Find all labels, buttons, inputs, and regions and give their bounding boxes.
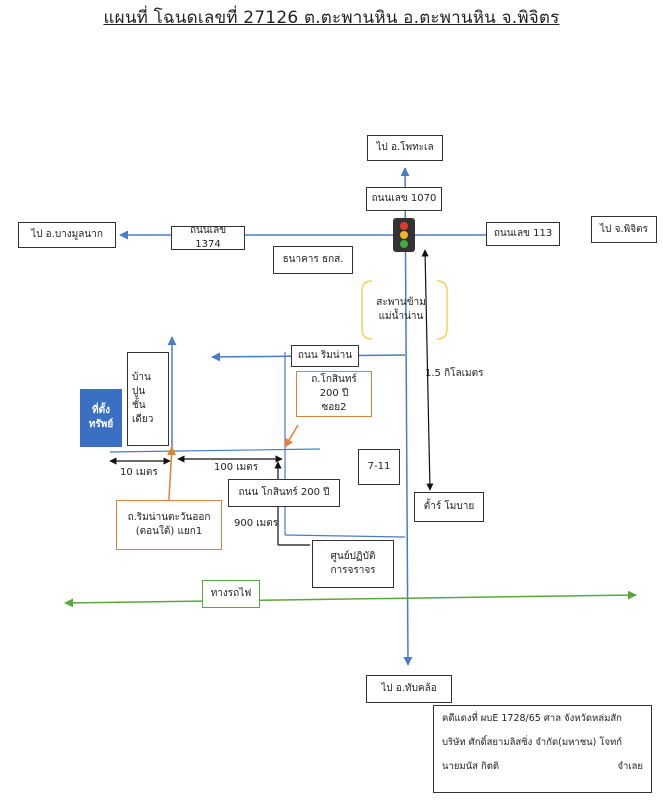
distance-label-900m: 900 เมตร <box>234 518 279 529</box>
legal-note: คดีแดงที่ ผบE 1728/65 ศาล จังหวัดหล่มสัก… <box>433 705 652 793</box>
defendant-name: นายมนัส กิตติ <box>442 761 500 772</box>
landmark-bridge: สะพานข้าม แม่น้ำน่าน <box>368 287 434 333</box>
bridge-bracket-right <box>436 280 448 340</box>
destination-west: ไป อ.บางมูลนาก <box>18 222 116 248</box>
distance-1-5km-arrow <box>421 249 434 491</box>
landmark-bank: ธนาคาร ธกส. <box>273 246 353 274</box>
house-line-2: ปูน <box>132 386 146 397</box>
landmark-house: บ้าน ปูน ชั้น เดียว <box>127 352 169 446</box>
traffic-center-line1: ศูนย์ปฏิบัติ <box>330 551 376 562</box>
legal-line-2: บริษัท ศักดิ์สยามลิสซิ่ง จำกัด(มหาชน) โจ… <box>442 737 623 748</box>
bridge-bracket <box>361 280 373 340</box>
house-line-1: บ้าน <box>132 372 151 383</box>
house-line-4: เดียว <box>132 414 154 425</box>
road-soi-horizontal <box>109 448 321 453</box>
landmark-seven-eleven: 7-11 <box>358 449 400 485</box>
property-line1: ที่ตั้ง <box>92 405 110 416</box>
house-line-3: ชั้น <box>132 400 146 411</box>
distance-label-100m: 100 เมตร <box>214 462 259 473</box>
rim-nan-soi-line2: (ตอนใต้) แยก1 <box>135 526 203 537</box>
traffic-light-icon <box>393 218 415 252</box>
landmark-kosin-soi2: ถ.โกสินทร์ 200 ปี ซอย2 <box>296 371 372 417</box>
destination-east: ไป จ.พิจิตร <box>591 216 657 243</box>
road-label-rim-nan: ถนน ริมน่าน <box>291 345 359 367</box>
road-label-1374: ถนนเลข 1374 <box>171 225 245 250</box>
orange-pointer-kosin <box>284 424 299 448</box>
property-line2: ทรัพย์ <box>88 419 114 430</box>
legal-line-3: นายมนัส กิตติ จำเลย <box>442 760 643 774</box>
distance-label-1-5km: 1.5 กิโลเมตร <box>425 368 484 379</box>
road-kosin-lower <box>284 534 406 538</box>
defendant-label: จำเลย <box>617 761 643 772</box>
rim-nan-soi-line1: ถ.ริมน่านตะวันออก <box>127 512 211 523</box>
bridge-line2: แม่น้ำน่าน <box>378 311 424 322</box>
destination-north: ไป อ.โพทะเล <box>367 135 443 161</box>
distance-label-10m: 10 เมตร <box>120 467 158 478</box>
landmark-rim-nan-soi: ถ.ริมน่านตะวันออก (ตอนใต้) แยก1 <box>116 500 222 550</box>
bridge-line1: สะพานข้าม <box>376 297 426 308</box>
road-label-113: ถนนเลข 113 <box>486 222 560 246</box>
road-label-1070: ถนนเลข 1070 <box>366 187 442 211</box>
landmark-tesco: ตั้าร์ โมบาย <box>414 492 484 522</box>
landmark-traffic-center: ศูนย์ปฏิบัติ การจราจร <box>312 540 394 588</box>
legal-line-1: คดีแดงที่ ผบE 1728/65 ศาล จังหวัดหล่มสัก <box>442 713 622 724</box>
traffic-center-line2: การจราจร <box>330 565 376 576</box>
destination-south: ไป อ.ทับคล้อ <box>366 675 452 703</box>
kosin-soi-line2: ซอย2 <box>321 402 347 413</box>
landmark-railway: ทางรถไฟ <box>202 580 260 608</box>
map-title: แผนที่ โฉนดเลขที่ 27126 ต.ตะพานหิน อ.ตะพ… <box>103 8 560 28</box>
road-label-kosin: ถนน โกสินทร์ 200 ปี <box>228 479 340 507</box>
railway-line <box>64 590 637 608</box>
kosin-soi-line1: ถ.โกสินทร์ 200 ปี <box>311 374 357 399</box>
property-marker: ที่ตั้ง ทรัพย์ <box>80 389 122 447</box>
